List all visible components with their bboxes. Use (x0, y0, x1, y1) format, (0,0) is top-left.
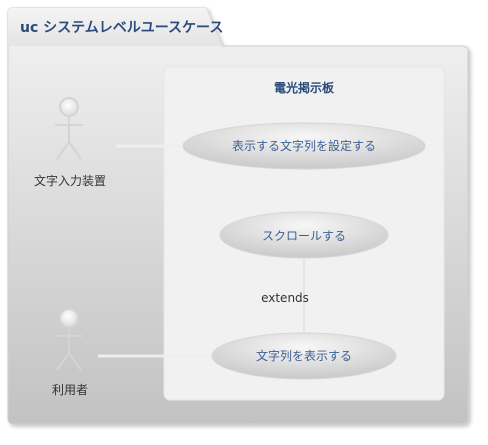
actor-input-device[interactable]: 文字入力装置 (34, 97, 106, 188)
usecase-set-string[interactable]: 表示する文字列を設定する (182, 122, 426, 170)
frame-title: uc システムレベルユースケース (20, 20, 223, 36)
usecase-display-string[interactable]: 文字列を表示する (211, 332, 397, 380)
usecase-set-string-label: 表示する文字列を設定する (232, 138, 376, 153)
actor-user-label: 利用者 (52, 383, 88, 397)
usecase-scroll[interactable]: スクロールする (219, 211, 389, 259)
stick-figure-icon (55, 308, 83, 371)
actor-user[interactable]: 利用者 (52, 308, 88, 397)
extends-label: extends (261, 291, 309, 305)
actor-input-device-label: 文字入力装置 (34, 173, 106, 188)
usecase-display-string-label: 文字列を表示する (256, 348, 352, 363)
system-title: 電光掲示板 (274, 80, 335, 95)
stick-figure-icon (55, 97, 83, 160)
usecase-scroll-label: スクロールする (262, 229, 346, 243)
